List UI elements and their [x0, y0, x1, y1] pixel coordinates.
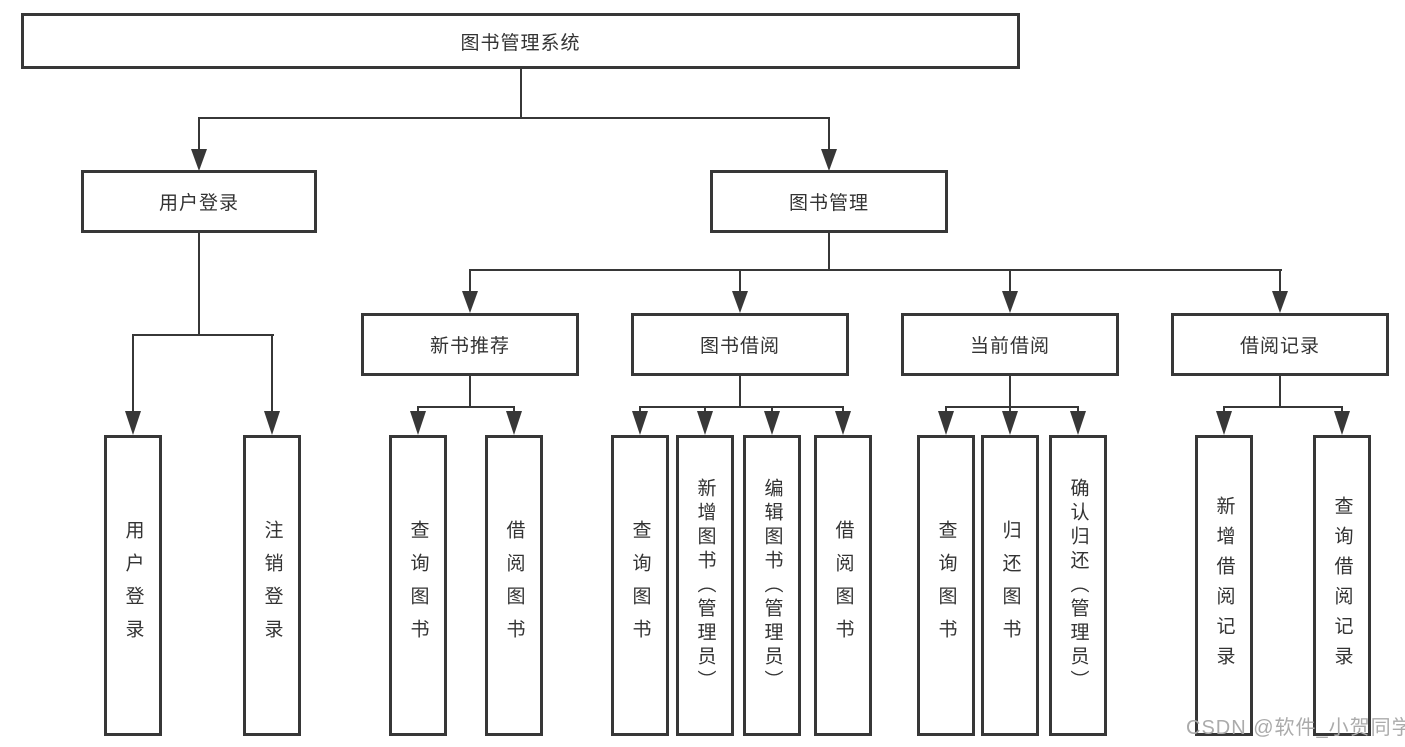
arrow-down-icon: [1272, 291, 1288, 313]
node-label: 图书管理: [788, 193, 869, 214]
connector-vline: [704, 407, 706, 414]
arrow-down-icon: [938, 411, 954, 435]
arrow-down-icon: [1002, 411, 1018, 435]
connector-vline: [828, 233, 830, 271]
node-borrow-borrow-books: 借阅图书: [814, 435, 872, 736]
node-records-add-record: 新增借阅记录: [1195, 435, 1253, 736]
connector-vline: [1279, 270, 1281, 292]
node-borrow-add-books-admin: 新增图书（管理员）: [676, 435, 734, 736]
arrow-down-icon: [462, 291, 478, 313]
connector-hline: [198, 117, 830, 119]
connector-vline: [771, 407, 773, 414]
node-current-borrow: 当前借阅: [901, 313, 1119, 376]
node-label: 借阅图书: [832, 519, 854, 652]
node-recommend-borrow-books: 借阅图书: [485, 435, 543, 736]
connector-vline: [132, 335, 134, 413]
arrow-down-icon: [1334, 411, 1350, 435]
node-label: 图书管理系统: [460, 32, 581, 54]
connector-hline: [469, 269, 1282, 271]
arrow-down-icon: [506, 411, 522, 435]
node-user-login: 用户登录: [81, 170, 317, 233]
node-recommend-query-books: 查询图书: [389, 435, 447, 736]
connector-vline: [828, 118, 830, 149]
arrow-down-icon: [410, 411, 426, 435]
connector-hline: [639, 406, 844, 408]
node-borrow-records: 借阅记录: [1171, 313, 1389, 376]
arrow-down-icon: [1216, 411, 1232, 435]
connector-vline: [513, 407, 515, 414]
node-user-login-leaf: 用户登录: [104, 435, 162, 736]
node-borrow-query-books: 查询图书: [611, 435, 669, 736]
node-label: 查询图书: [629, 519, 651, 652]
node-logout: 注销登录: [243, 435, 301, 736]
connector-vline: [469, 270, 471, 292]
connector-vline: [1009, 376, 1011, 408]
connector-vline: [198, 233, 200, 336]
connector-vline: [1223, 407, 1225, 414]
connector-hline: [417, 406, 515, 408]
node-current-query-books: 查询图书: [917, 435, 975, 736]
arrow-down-icon: [821, 149, 837, 171]
connector-vline: [1009, 407, 1011, 414]
node-label: 编辑图书（管理员）: [761, 477, 783, 694]
node-library-system: 图书管理系统: [21, 13, 1020, 69]
arrow-down-icon: [125, 411, 141, 435]
connector-vline: [639, 407, 641, 414]
connector-vline: [1279, 376, 1281, 408]
connector-vline: [469, 376, 471, 408]
node-label: 新增图书（管理员）: [694, 477, 716, 694]
connector-vline: [520, 67, 522, 118]
connector-hline: [1223, 406, 1343, 408]
connector-vline: [842, 407, 844, 414]
node-label: 查询图书: [935, 519, 957, 652]
node-borrow-edit-books-admin: 编辑图书（管理员）: [743, 435, 801, 736]
node-label: 用户登录: [158, 193, 239, 214]
connector-vline: [1341, 407, 1343, 414]
connector-vline: [1077, 407, 1079, 414]
node-book-management: 图书管理: [710, 170, 948, 233]
arrow-down-icon: [191, 149, 207, 171]
connector-vline: [417, 407, 419, 414]
node-label: 图书借阅: [699, 336, 780, 357]
connector-vline: [739, 376, 741, 408]
node-label: 新书推荐: [429, 336, 510, 357]
arrow-down-icon: [264, 411, 280, 435]
node-label: 借阅图书: [503, 519, 525, 652]
node-label: 查询借阅记录: [1331, 495, 1353, 676]
node-label: 归还图书: [999, 519, 1021, 652]
connector-hline: [132, 334, 274, 336]
node-label: 当前借阅: [969, 336, 1050, 357]
node-records-query-record: 查询借阅记录: [1313, 435, 1371, 736]
node-label: 用户登录: [122, 519, 144, 652]
node-label: 确认归还（管理员）: [1067, 477, 1089, 694]
node-new-book-recommend: 新书推荐: [361, 313, 579, 376]
connector-vline: [945, 407, 947, 414]
connector-hline: [945, 406, 1079, 408]
connector-vline: [198, 118, 200, 149]
arrow-down-icon: [697, 411, 713, 435]
connector-vline: [271, 335, 273, 413]
node-book-borrow: 图书借阅: [631, 313, 849, 376]
node-label: 借阅记录: [1239, 336, 1320, 357]
node-label: 新增借阅记录: [1213, 495, 1235, 676]
arrow-down-icon: [1002, 291, 1018, 313]
connector-vline: [1009, 270, 1011, 292]
node-label: 注销登录: [261, 519, 283, 652]
connector-vline: [739, 270, 741, 292]
node-label: 查询图书: [407, 519, 429, 652]
node-current-return-books: 归还图书: [981, 435, 1039, 736]
arrow-down-icon: [732, 291, 748, 313]
node-current-confirm-return-admin: 确认归还（管理员）: [1049, 435, 1107, 736]
arrow-down-icon: [835, 411, 851, 435]
watermark: CSDN @软件_小贺同学: [1186, 717, 1405, 739]
arrow-down-icon: [632, 411, 648, 435]
arrow-down-icon: [1070, 411, 1086, 435]
arrow-down-icon: [764, 411, 780, 435]
